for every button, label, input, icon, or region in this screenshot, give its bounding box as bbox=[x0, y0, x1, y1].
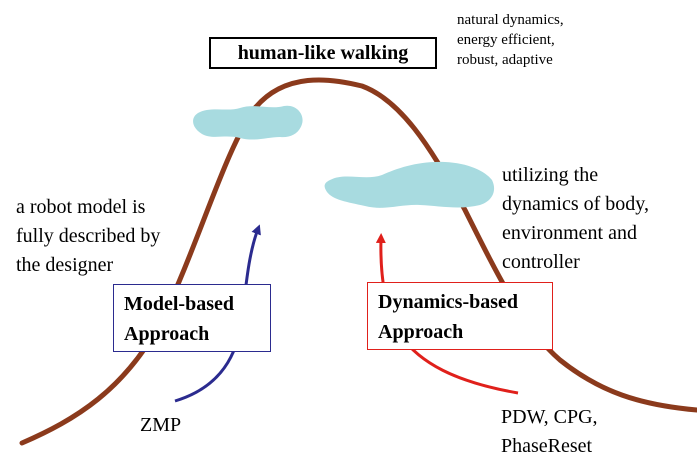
dynamics-based-description: utilizing the dynamics of body, environm… bbox=[502, 164, 650, 273]
dynamics-based-approach-box: Dynamics-based Approach bbox=[367, 282, 553, 350]
goal-title: human-like walking bbox=[237, 42, 409, 64]
dynamics-based-examples: PDW, CPG, PhaseReset bbox=[501, 406, 598, 457]
model-based-approach-box: Model-based Approach bbox=[113, 284, 271, 352]
model-based-example: ZMP bbox=[140, 414, 182, 436]
cloud-right bbox=[324, 161, 495, 208]
cloud-left bbox=[193, 105, 303, 140]
model-based-description: a robot model is fully described by the … bbox=[16, 196, 161, 276]
goal-title-box: human-like walking bbox=[209, 37, 437, 69]
goal-properties: natural dynamics, energy efficient, robu… bbox=[457, 12, 564, 68]
